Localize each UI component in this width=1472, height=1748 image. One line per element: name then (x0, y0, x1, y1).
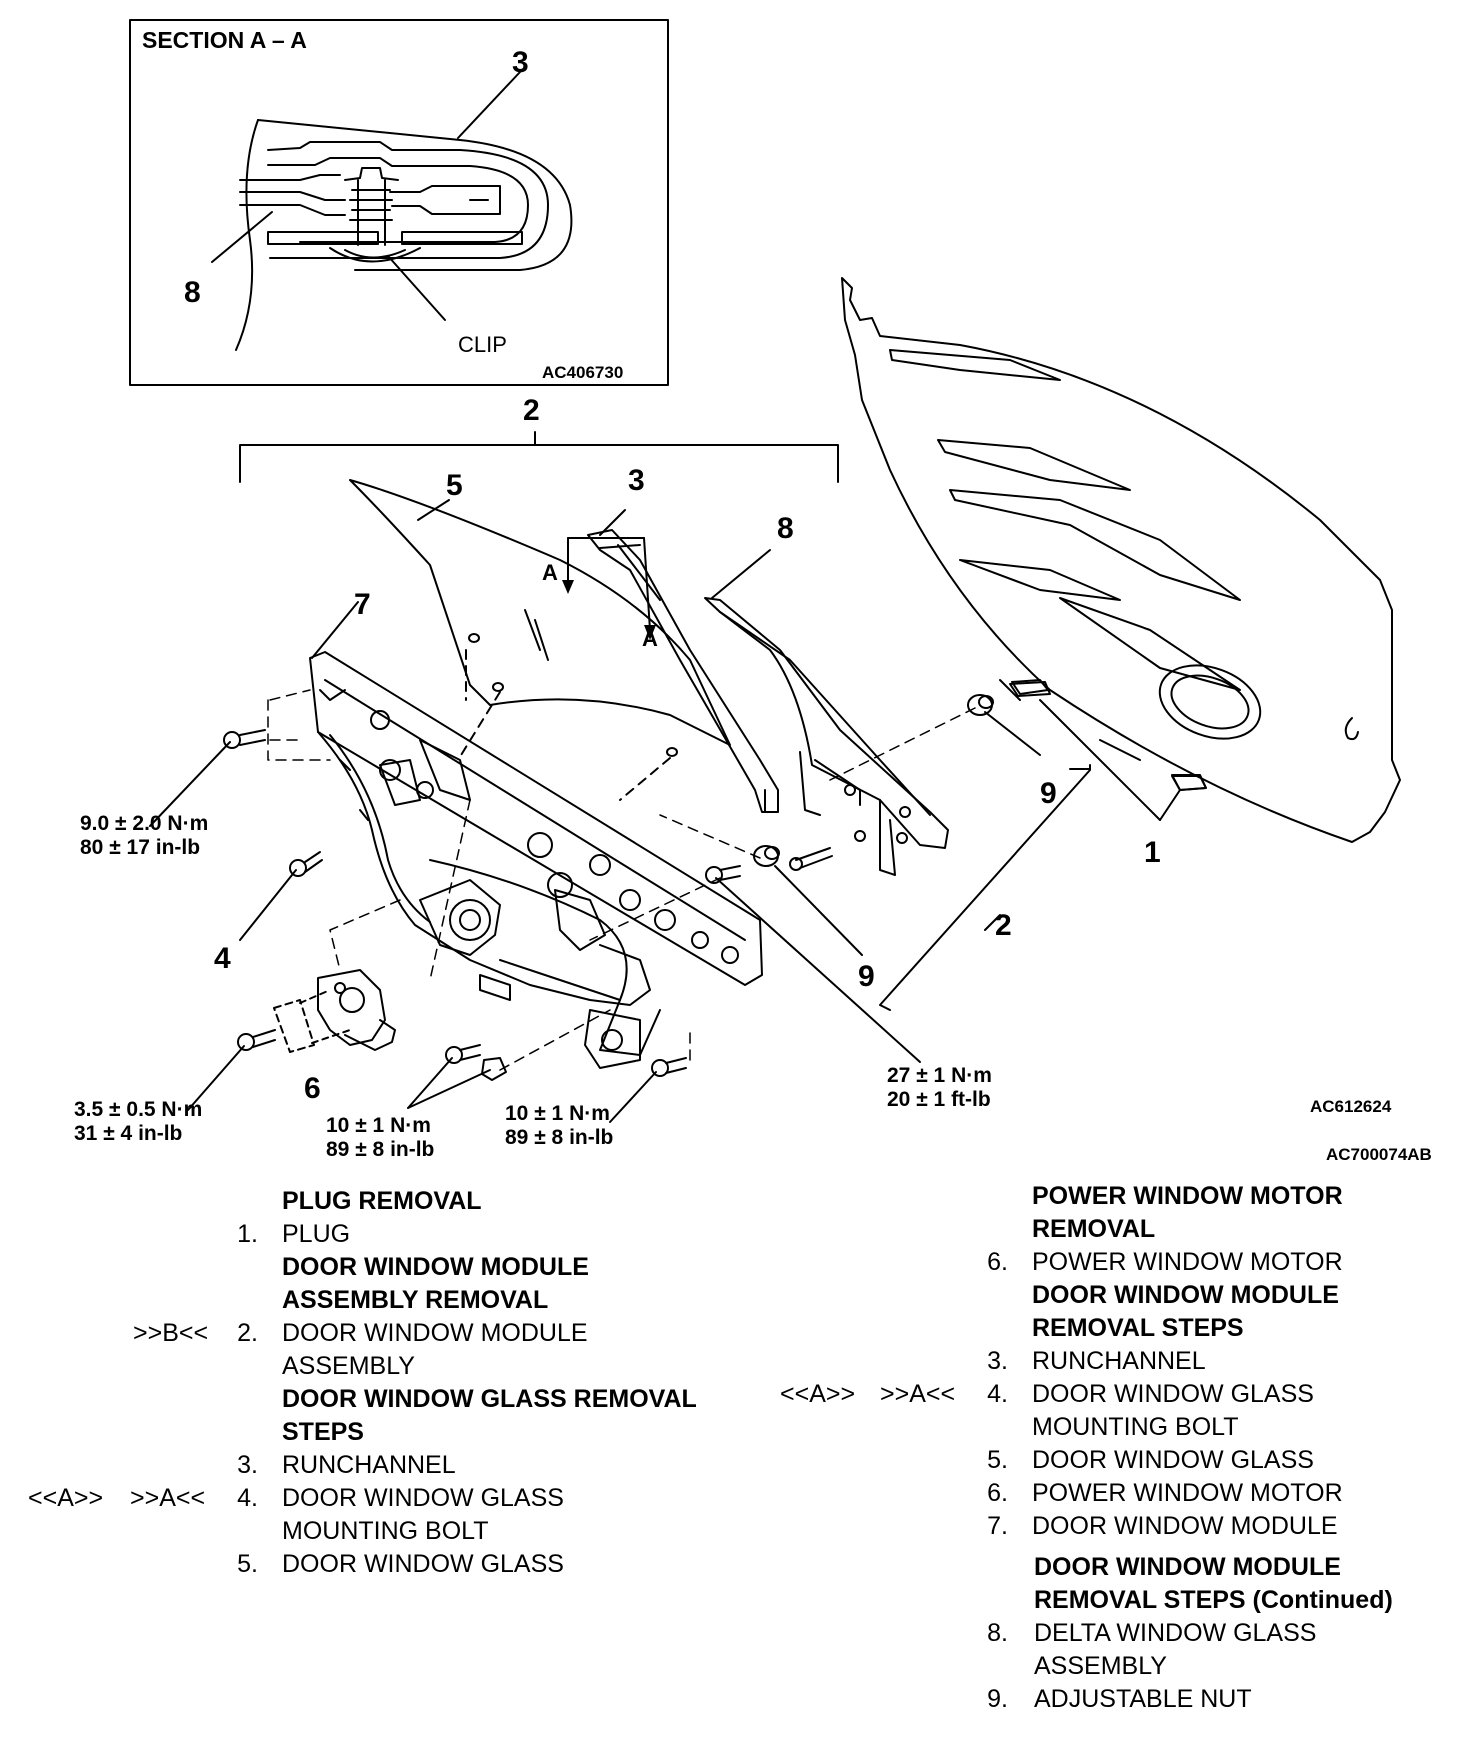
leader-lines (149, 499, 1181, 1123)
torque-10nm-right: 10 ± 1 N·m (505, 1102, 610, 1125)
diagram-labels: SECTION A – A 3 8 CLIP AC406730 2 5 3 8 … (74, 27, 1432, 1164)
step-glass-mounting-bolt-2: DOOR WINDOW GLASS (1032, 1380, 1314, 1408)
service-mark-a-install: >>A<< (130, 1484, 206, 1512)
module-removal-header: DOOR WINDOW MODULE (1032, 1281, 1339, 1309)
service-mark-b: >>B<< (133, 1319, 209, 1347)
step-power-window-motor: POWER WINDOW MOTOR (1032, 1248, 1343, 1276)
callout-8: 8 (777, 512, 794, 545)
exploded-door-diagram: SECTION A – A 3 8 CLIP AC406730 2 5 3 8 … (74, 19, 1432, 1164)
image-code-page: AC700074AB (1326, 1145, 1432, 1164)
torque-27nm: 27 ± 1 N·m (887, 1064, 992, 1087)
right-removal-steps: POWER WINDOW MOTOR REMOVAL 6.POWER WINDO… (760, 1180, 1472, 1716)
torque-89inlb-right: 89 ± 8 in-lb (505, 1126, 613, 1149)
torque-31inlb: 31 ± 4 in-lb (74, 1122, 182, 1145)
service-mark-a-install-2: >>A<< (880, 1380, 956, 1408)
fasteners (223, 694, 994, 1081)
callout-7: 7 (354, 588, 371, 621)
torque-3-5nm: 3.5 ± 0.5 N·m (74, 1098, 202, 1121)
plug-removal-header: PLUG REMOVAL (282, 1187, 482, 1215)
motor-removal-header: POWER WINDOW MOTOR (1032, 1182, 1343, 1210)
torque-89inlb-left: 89 ± 8 in-lb (326, 1138, 434, 1161)
callout-9-lower: 9 (858, 960, 875, 993)
callout-2-top: 2 (523, 394, 540, 427)
step-power-window-motor-2: POWER WINDOW MOTOR (1032, 1479, 1343, 1507)
door-window-glass (349, 479, 731, 801)
callout-6: 6 (304, 1072, 321, 1105)
door-window-module (309, 651, 763, 1069)
brackets (239, 431, 1091, 1011)
plug-parts (1011, 679, 1207, 791)
left-removal-steps: PLUG REMOVAL 1.PLUG DOOR WINDOW MODULE A… (0, 1185, 760, 1581)
step-door-window-module-assembly: DOOR WINDOW MODULE (282, 1319, 588, 1347)
power-window-motor (273, 969, 396, 1053)
section-arrow-a-2: A (642, 626, 658, 651)
image-code-main: AC612624 (1310, 1097, 1392, 1116)
section-callout-8: 8 (184, 276, 201, 309)
torque-20ftlb: 20 ± 1 ft-lb (887, 1088, 991, 1111)
step-door-window-glass-2: DOOR WINDOW GLASS (1032, 1446, 1314, 1474)
step-runchannel-2: RUNCHANNEL (1032, 1347, 1206, 1375)
section-callout-3: 3 (512, 46, 529, 79)
callout-1: 1 (1144, 836, 1161, 869)
section-image-code: AC406730 (542, 363, 623, 382)
section-inset (129, 19, 669, 386)
callout-9-upper: 9 (1040, 777, 1057, 810)
step-adjustable-nut: ADJUSTABLE NUT (1034, 1685, 1252, 1713)
callout-4: 4 (214, 942, 231, 975)
torque-9nm: 9.0 ± 2.0 N·m (80, 812, 208, 835)
step-plug: PLUG (282, 1220, 351, 1248)
module-assembly-header: DOOR WINDOW MODULE (282, 1253, 589, 1281)
step-glass-mounting-bolt: DOOR WINDOW GLASS (282, 1484, 564, 1512)
glass-removal-header: DOOR WINDOW GLASS REMOVAL (282, 1385, 697, 1413)
callout-2-right: 2 (995, 909, 1012, 942)
step-door-window-glass: DOOR WINDOW GLASS (282, 1550, 564, 1578)
step-runchannel: RUNCHANNEL (282, 1451, 456, 1479)
callout-5: 5 (446, 469, 463, 502)
runchannel (587, 529, 779, 813)
service-mark-a-removal: <<A>> (28, 1484, 104, 1512)
torque-80inlb: 80 ± 17 in-lb (80, 836, 200, 859)
continued-header: DOOR WINDOW MODULE (1034, 1553, 1341, 1581)
assembly-lines (267, 689, 976, 1071)
door-inner-panel (841, 277, 1401, 843)
step-door-window-module: DOOR WINDOW MODULE (1032, 1512, 1338, 1540)
service-mark-a-removal-2: <<A>> (780, 1380, 856, 1408)
arrowheads (562, 580, 656, 640)
section-title: SECTION A – A (142, 27, 307, 53)
delta-window-glass (704, 597, 949, 876)
torque-10nm-left: 10 ± 1 N·m (326, 1114, 431, 1137)
callout-3: 3 (628, 464, 645, 497)
clip-label: CLIP (458, 332, 507, 357)
section-arrow-a-1: A (542, 560, 558, 585)
step-delta-window-glass: DELTA WINDOW GLASS (1034, 1619, 1317, 1647)
